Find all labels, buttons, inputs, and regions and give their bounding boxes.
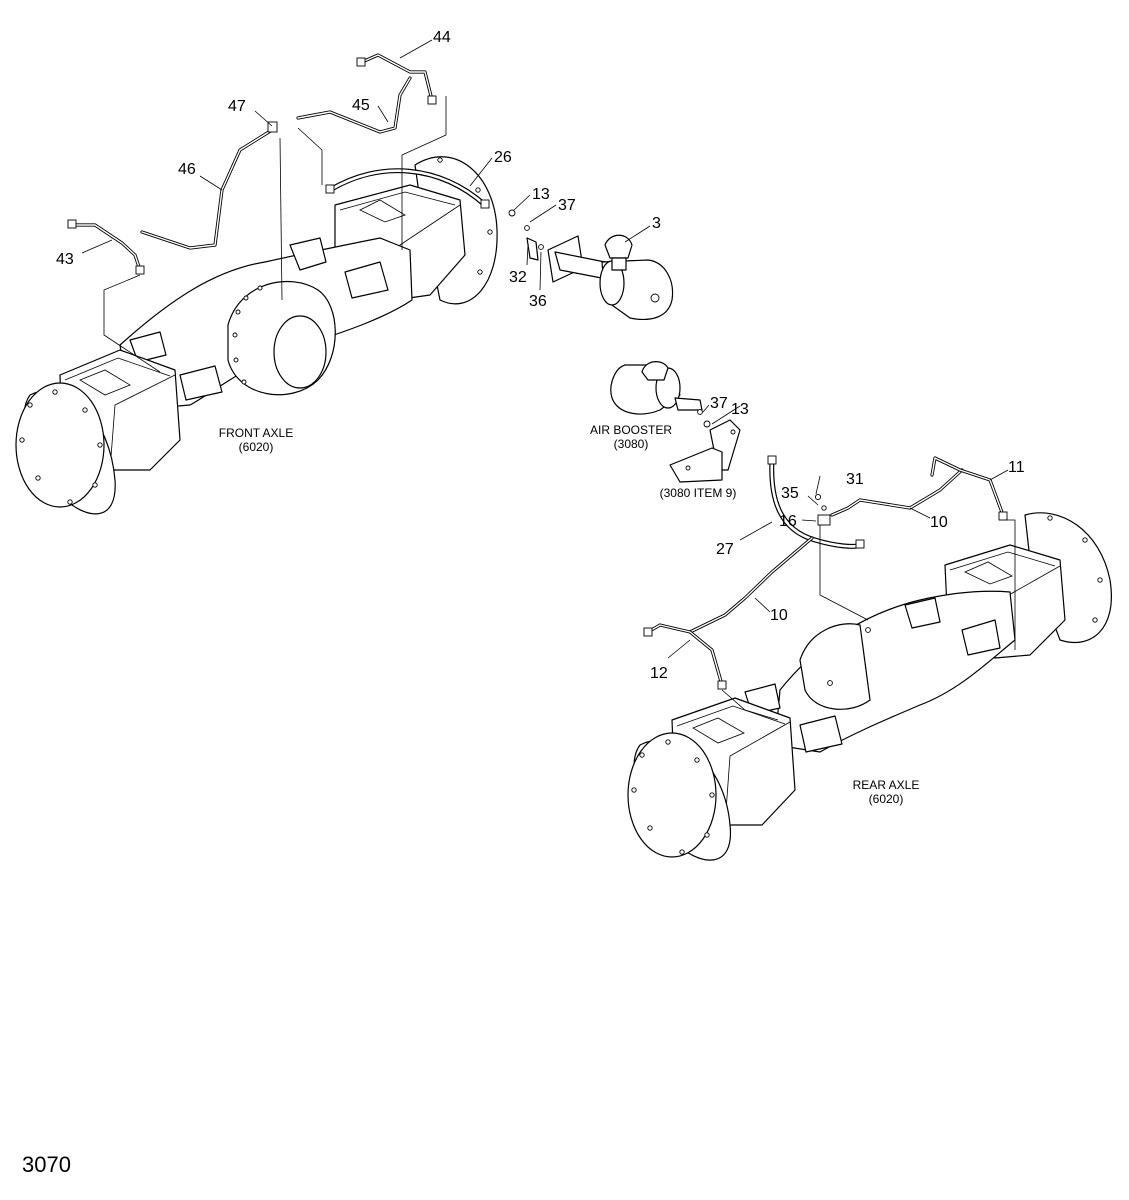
air-booster-ref: (3080) (614, 437, 649, 451)
callout-numbers: 44 47 45 46 26 13 37 3 43 32 36 37 13 31… (56, 29, 1025, 682)
callout-35: 35 (781, 485, 799, 502)
leader-lines (81, 39, 1009, 659)
bracket-ref: (3080 ITEM 9) (660, 486, 737, 500)
callout-12: 12 (650, 665, 668, 682)
callout-43: 43 (56, 251, 74, 268)
front-axle-title: FRONT AXLE (219, 426, 293, 440)
callout-47: 47 (228, 98, 246, 115)
air-booster-title: AIR BOOSTER (590, 423, 672, 437)
page-number: 3070 (22, 1152, 71, 1177)
callout-13-front: 13 (532, 186, 550, 203)
rear-bracket (669, 419, 741, 483)
callout-13-rear: 13 (731, 401, 749, 418)
callout-32: 32 (509, 269, 527, 286)
rear-axle-assembly (627, 512, 1112, 861)
callout-27: 27 (716, 541, 734, 558)
air-booster-front (547, 234, 674, 321)
callout-37-front: 37 (558, 197, 576, 214)
callout-10-lower: 10 (770, 607, 788, 624)
callout-26: 26 (494, 149, 512, 166)
rear-brake-lines (643, 455, 1016, 721)
air-booster-rear (610, 361, 711, 428)
front-axle-ref: (6020) (239, 440, 274, 454)
callout-11: 11 (1008, 459, 1025, 476)
callout-3: 3 (652, 215, 661, 232)
callout-36: 36 (529, 293, 547, 310)
rear-axle-ref: (6020) (869, 792, 904, 806)
callout-45: 45 (352, 97, 370, 114)
callout-44: 44 (433, 29, 451, 46)
callout-10-upper: 10 (930, 514, 948, 531)
front-axle-assembly (15, 156, 498, 515)
assembly-captions: FRONT AXLE (6020) AIR BOOSTER (3080) (30… (219, 423, 920, 806)
callout-37-rear: 37 (710, 395, 728, 412)
callout-31: 31 (846, 471, 864, 488)
callout-46: 46 (178, 161, 196, 178)
rear-axle-title: REAR AXLE (853, 778, 920, 792)
callout-16: 16 (779, 513, 797, 530)
front-brake-lines (67, 53, 544, 373)
